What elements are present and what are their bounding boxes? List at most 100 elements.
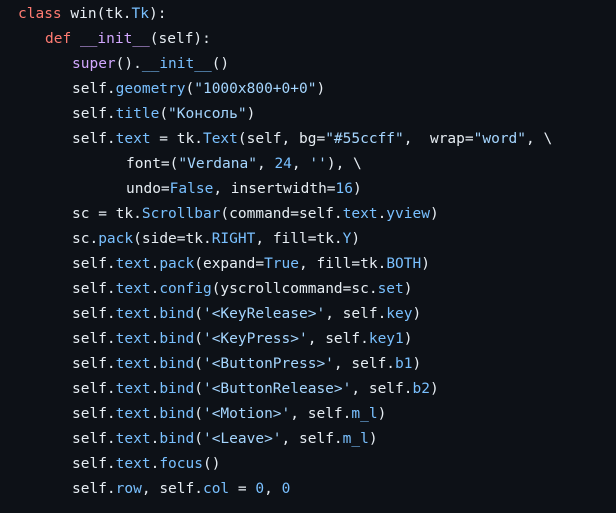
code-token: text [115,406,151,422]
code-line: self.text = tk.Text(self, bg="#55ccff", … [0,127,616,152]
code-token: sc = tk. [72,206,142,222]
code-line: self.text.bind('<Motion>', self.m_l) [0,402,616,427]
code-token: = tk. [150,131,203,147]
code-token: '<Leave>' [202,431,282,447]
code-token: config [159,281,212,297]
code-token: text [115,456,151,472]
code-token: row [115,481,142,497]
code-token: text [342,206,378,222]
code-token [71,31,80,47]
code-token: . [150,456,160,472]
code-token: '<Motion>' [202,406,291,422]
code-token: focus [159,456,203,472]
code-token: . [150,331,160,347]
code-token: ( [194,306,203,322]
code-token: BOTH [386,256,422,272]
code-token: bind [159,381,195,397]
code-token: ) [429,206,439,222]
code-token: . [150,256,160,272]
code-token: self. [72,481,116,497]
code-token: , self. [307,331,369,347]
code-token: , wrap= [403,131,474,147]
code-token: . [150,406,160,422]
code-token: ) [353,181,362,197]
code-token: yview [386,206,430,222]
code-token: 24 [274,156,292,172]
code-token: bind [159,406,195,422]
code-token: undo= [126,181,170,197]
code-token: , self. [290,406,352,422]
code-token: Text [202,131,238,147]
code-token: , [256,156,275,172]
code-token: ), \ [326,156,362,172]
code-token: col [202,481,230,497]
code-token: ) [403,331,413,347]
code-token: geometry [115,81,186,97]
code-token: self. [72,406,116,422]
code-token: , fill=tk. [299,256,387,272]
code-line: self.text.bind('<Leave>', self.m_l) [0,427,616,452]
code-token: self. [72,331,116,347]
code-token: b1 [395,356,413,372]
code-token: key [386,306,413,322]
code-token: self. [72,256,116,272]
code-token: ( [194,381,203,397]
code-token: . [377,206,387,222]
code-token: ( [194,331,203,347]
code-token: Tk [131,6,149,22]
code-token: ) [429,381,439,397]
code-token: '<KeyPress>' [202,331,308,347]
code-token: ): [148,6,167,22]
code-token: ) [316,81,326,97]
code-token: . [150,281,160,297]
code-token: text [115,356,151,372]
code-token: '<ButtonRelease>' [202,381,352,397]
code-token: , [291,156,310,172]
code-token: __init__ [79,31,150,47]
code-token: ) [246,106,256,122]
code-token: def [45,31,72,47]
code-token: ( [194,406,203,422]
code-token: self. [72,356,116,372]
code-token: , self. [333,356,396,372]
code-token: win(tk. [61,6,132,22]
code-line: super().__init__() [0,52,616,77]
code-token: "Консоль" [168,106,247,122]
code-token: ( [194,356,203,372]
code-token: ) [412,356,422,372]
code-token: . [150,381,160,397]
code-token: sc. [72,231,99,247]
code-token: self. [72,306,116,322]
code-token: (). [115,56,142,72]
code-token: m_l [342,431,369,447]
code-token: m_l [351,406,378,422]
code-token: , fill=tk. [255,231,343,247]
code-token: (side=tk. [133,231,212,247]
code-token: text [115,256,151,272]
code-token: (self, bg= [237,131,326,147]
code-line: self.text.bind('<ButtonRelease>', self.b… [0,377,616,402]
code-token: self. [72,456,116,472]
code-token: . [150,431,160,447]
code-line: undo=False, insertwidth=16) [0,177,616,202]
code-token: Y [342,231,352,247]
code-line: self.text.bind('<ButtonPress>', self.b1) [0,352,616,377]
code-token: text [115,331,151,347]
code-line: self.text.config(yscrollcommand=sc.set) [0,277,616,302]
code-token: __init__ [141,56,212,72]
code-token: text [115,131,151,147]
code-token: ) [351,231,361,247]
code-token: ) [368,431,378,447]
code-token: ) [412,306,422,322]
code-token: self. [72,281,116,297]
code-token: set [377,281,404,297]
code-token: ( [194,431,203,447]
code-token: , self. [281,431,343,447]
code-token: . [150,306,160,322]
code-token: ) [377,406,387,422]
code-token: font=( [126,156,179,172]
code-token: ) [403,281,413,297]
code-token: '' [309,156,327,172]
code-line: sc.pack(side=tk.RIGHT, fill=tk.Y) [0,227,616,252]
